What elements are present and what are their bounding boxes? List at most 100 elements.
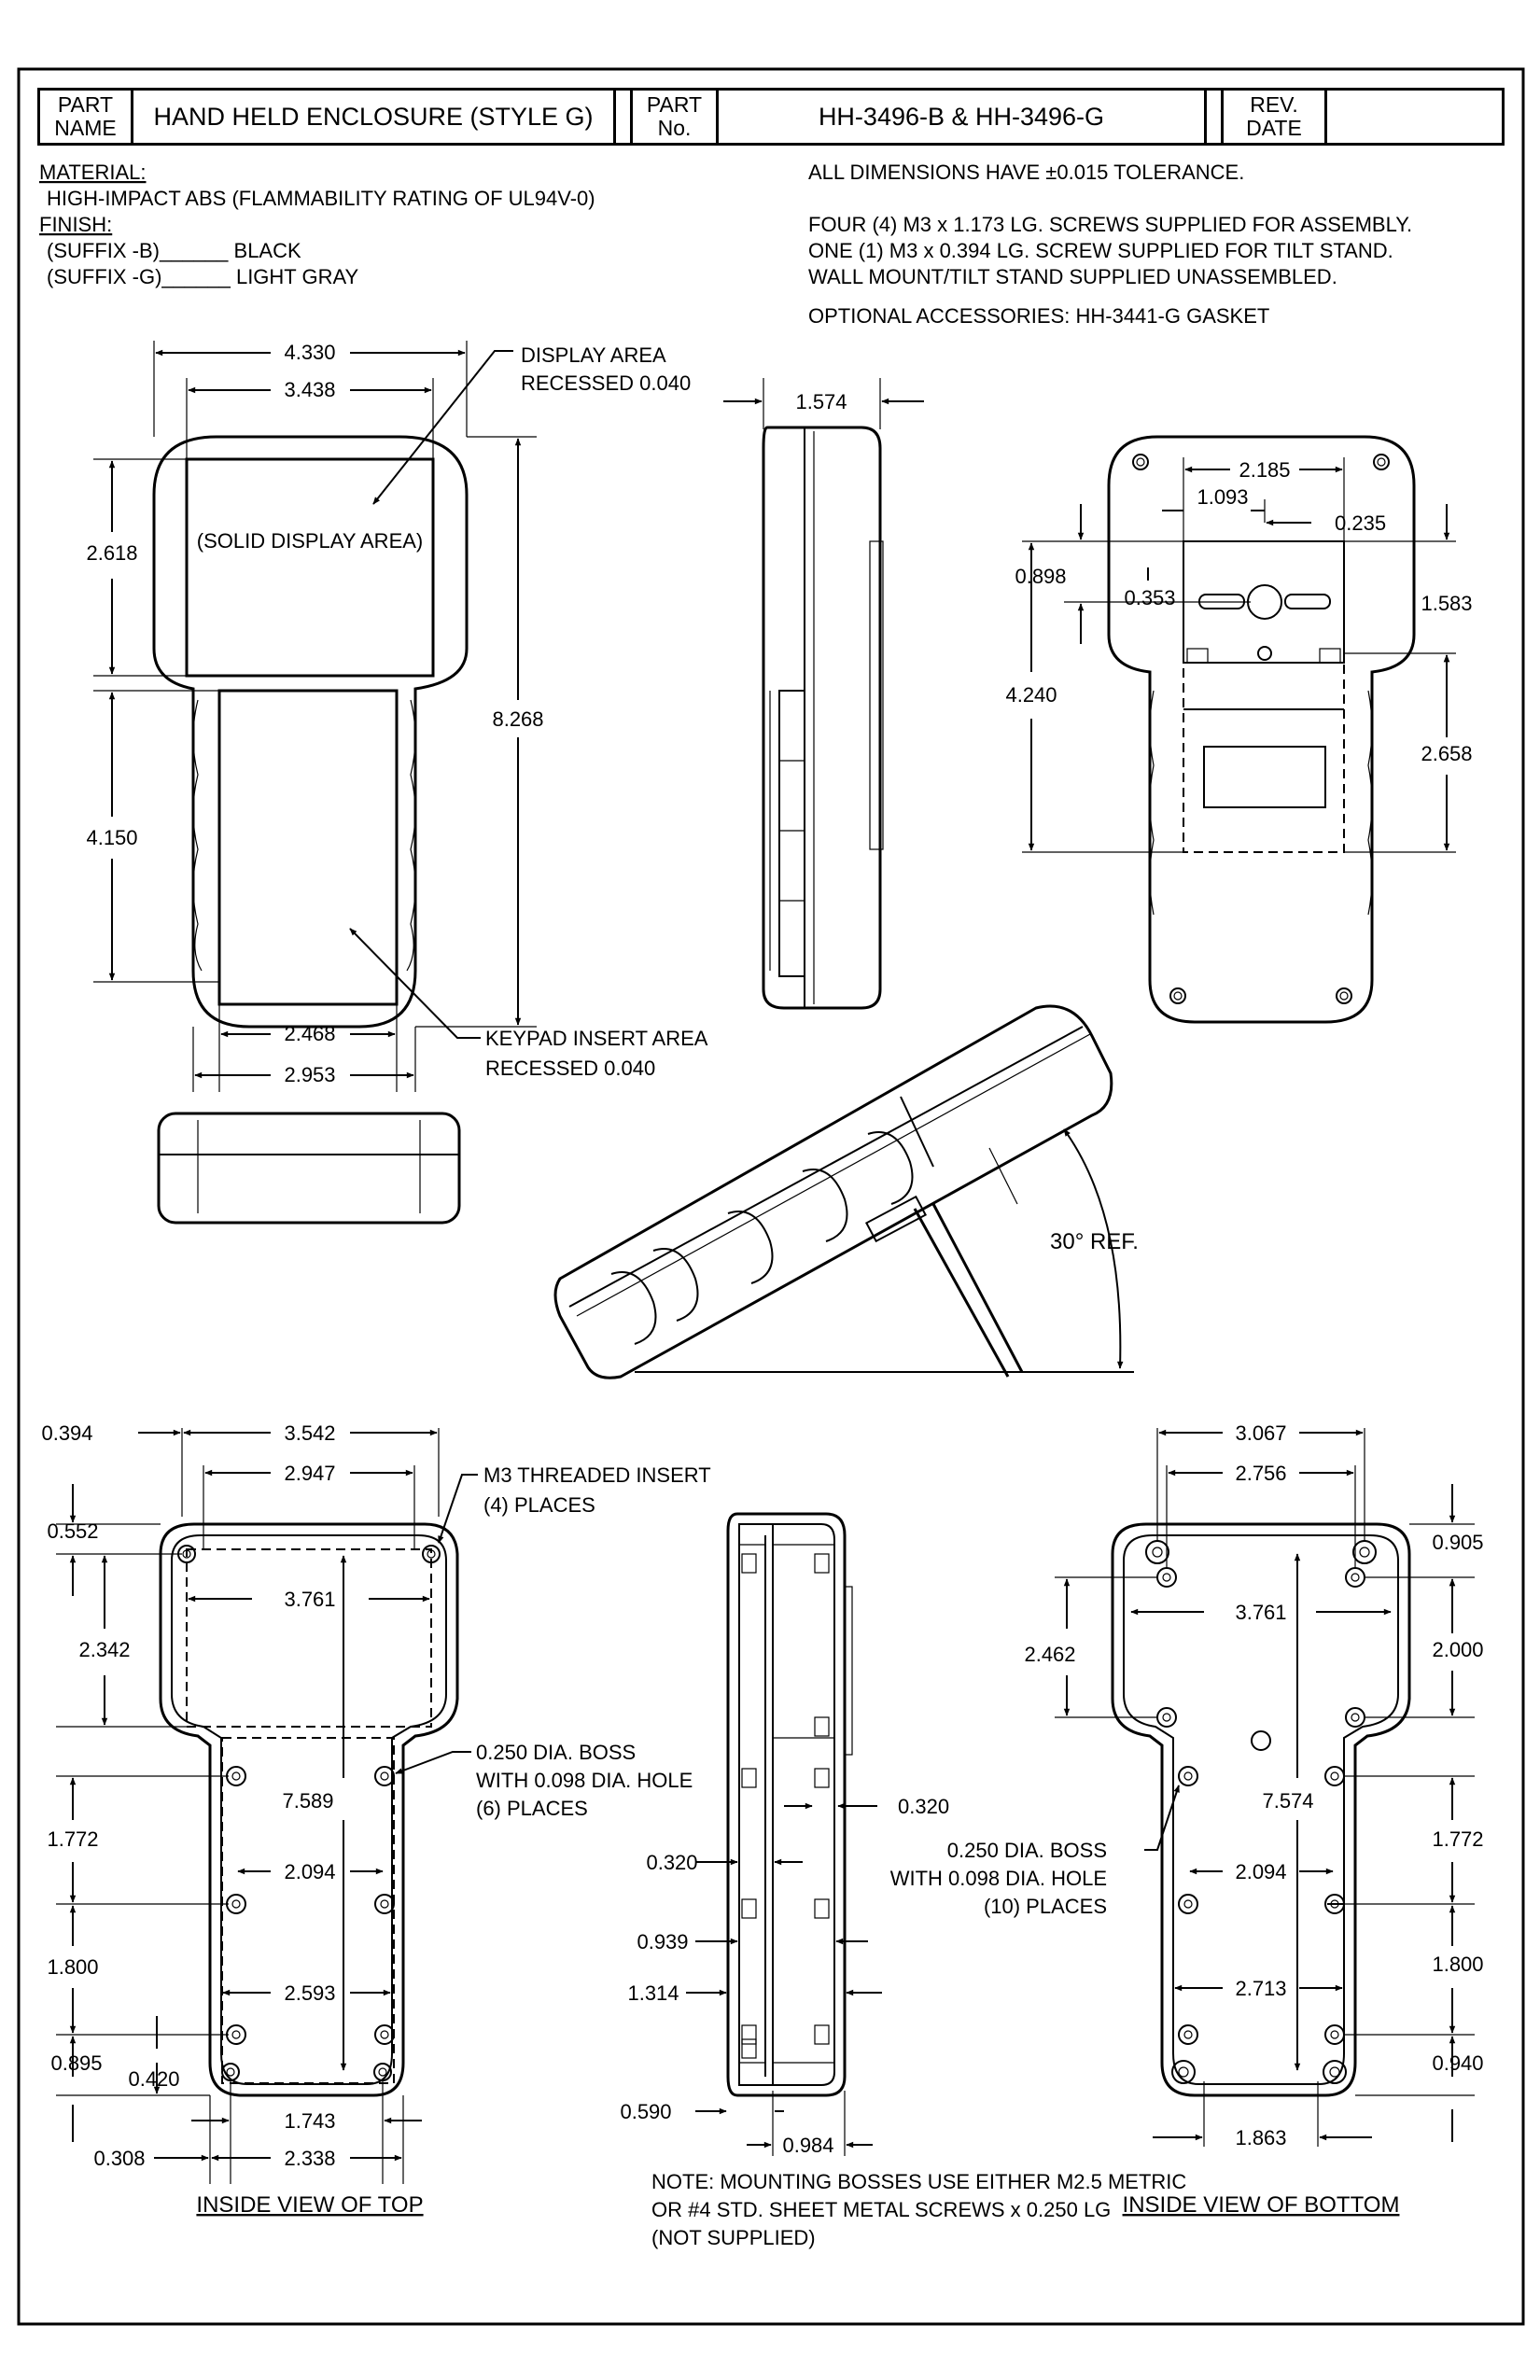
dim-1314: 1.314 (627, 1981, 679, 2005)
dim-2094-top: 2.094 (284, 1860, 335, 1883)
title-block-divider (1207, 91, 1224, 143)
keyhole (1247, 584, 1282, 620)
mounting-boss (1156, 1567, 1177, 1588)
tilt-outline (553, 1004, 1113, 1379)
mounting-boss (226, 1766, 246, 1786)
dim-1800-top: 1.800 (47, 1955, 98, 1979)
material-heading: MATERIAL: (39, 161, 147, 184)
dim-0898: 0.898 (1015, 565, 1066, 588)
boss-callout-bottom-line2: WITH 0.098 DIA. HOLE (890, 1867, 1107, 1890)
mounting-boss (1324, 2024, 1345, 2045)
mounting-boss (1178, 1894, 1198, 1914)
boss-callout-top-line1: 0.250 DIA. BOSS (476, 1741, 636, 1764)
dim-1863: 1.863 (1235, 2126, 1286, 2149)
mounting-boss (226, 1894, 246, 1914)
dim-overall-height: 8.268 (492, 707, 543, 731)
dim-2094-bottom: 2.094 (1235, 1860, 1286, 1883)
tilt-stand (913, 1208, 1010, 1378)
accessories-note: OPTIONAL ACCESSORIES: HH-3441-G GASKET (808, 304, 1269, 328)
dim-0320-right: 0.320 (898, 1795, 949, 1818)
mounting-boss (1178, 2024, 1198, 2045)
dim-0420: 0.420 (128, 2067, 179, 2091)
dim-7574: 7.574 (1262, 1789, 1313, 1813)
threaded-insert (422, 1545, 441, 1563)
dim-0394: 0.394 (41, 1421, 92, 1445)
dim-0320-left: 0.320 (646, 1851, 697, 1874)
mounting-boss (1156, 1707, 1177, 1728)
finish-gray: (SUFFIX -G)______ LIGHT GRAY (47, 265, 358, 288)
screw-hole (1169, 987, 1186, 1004)
dim-2342: 2.342 (78, 1638, 130, 1661)
screw-hole (1373, 454, 1390, 470)
dim-2713: 2.713 (1235, 1977, 1286, 2000)
side-view: 1.574 (723, 378, 924, 1010)
dim-0895: 0.895 (50, 2051, 102, 2075)
dim-0939: 0.939 (637, 1930, 688, 1953)
dim-1583: 1.583 (1421, 592, 1472, 615)
part-name-label: PART NAME (40, 91, 133, 143)
dim-1800-bottom: 1.800 (1432, 1953, 1483, 1976)
notes-right: ALL DIMENSIONS HAVE ±0.015 TOLERANCE. FO… (808, 161, 1412, 328)
dim-2947: 2.947 (284, 1462, 335, 1485)
display-area (185, 457, 435, 678)
dim-4240: 4.240 (1005, 683, 1057, 707)
dim-2756: 2.756 (1235, 1462, 1286, 1485)
dim-0353: 0.353 (1124, 586, 1175, 609)
inside-view-top: 0.394 3.542 2.947 0.552 3.761 2.342 7.58… (41, 1421, 710, 2218)
dim-0905: 0.905 (1432, 1531, 1483, 1554)
front-outline (152, 435, 469, 1029)
part-name: HAND HELD ENCLOSURE (STYLE G) (133, 91, 616, 143)
inside-top-caption: INSIDE VIEW OF TOP (196, 2192, 423, 2218)
mounting-boss (226, 2024, 246, 2045)
grip-wave (406, 699, 416, 972)
boss-callout-bottom-line3: (10) PLACES (984, 1895, 1107, 1918)
part-number: HH-3496-B & HH-3496-G (719, 91, 1207, 143)
dim-2462: 2.462 (1024, 1643, 1075, 1666)
bottom-note-line3: (NOT SUPPLIED) (651, 2226, 816, 2249)
bottom-note-line2: OR #4 STD. SHEET METAL SCREWS x 0.250 LG (651, 2198, 1111, 2221)
display-callout-line1: DISPLAY AREA (521, 343, 666, 367)
section-view: 0.320 0.320 0.939 1.314 0.590 0.984 (620, 1512, 949, 2157)
dim-3542: 3.542 (284, 1421, 335, 1445)
dim-3761: 3.761 (284, 1588, 335, 1611)
grip-wave (192, 699, 203, 972)
title-block-divider (616, 91, 633, 143)
boss-callout-top-line3: (6) PLACES (476, 1797, 588, 1820)
dim-1772-top: 1.772 (47, 1827, 98, 1851)
keypad-callout-line1: KEYPAD INSERT AREA (485, 1027, 708, 1050)
tilt-angle: 30° REF. (1050, 1229, 1139, 1254)
material-text: HIGH-IMPACT ABS (FLAMMABILITY RATING OF … (47, 187, 595, 210)
dim-0590: 0.590 (620, 2100, 671, 2123)
wall-mount-area (1183, 540, 1345, 853)
dim-1743: 1.743 (284, 2109, 335, 2133)
dim-3067: 3.067 (1235, 1421, 1286, 1445)
mounting-boss (1324, 1766, 1345, 1786)
dim-2658: 2.658 (1421, 742, 1472, 765)
title-block: PART NAME HAND HELD ENCLOSURE (STYLE G) … (37, 88, 1505, 146)
finish-heading: FINISH: (39, 213, 112, 236)
boss-callout-bottom-line1: 0.250 DIA. BOSS (947, 1839, 1107, 1862)
back-outline (1107, 435, 1416, 1024)
keypad-area (217, 689, 399, 1006)
dim-2185: 2.185 (1239, 458, 1290, 482)
solid-display-label: (SOLID DISPLAY AREA) (197, 529, 424, 553)
dim-depth: 1.574 (795, 390, 847, 413)
threaded-insert (373, 2063, 392, 2081)
front-view: 4.330 3.438 2.618 8.268 4.150 2.468 2.95… (86, 341, 708, 1092)
dim-2000: 2.000 (1432, 1638, 1483, 1661)
wall-mount-note: WALL MOUNT/TILT STAND SUPPLIED UNASSEMBL… (808, 265, 1337, 288)
end-view (157, 1112, 461, 1225)
finish-black: (SUFFIX -B)______ BLACK (47, 239, 301, 262)
dim-0552: 0.552 (47, 1519, 98, 1543)
screw-hole (1132, 454, 1149, 470)
dim-display-height: 2.618 (86, 541, 137, 565)
mounting-boss (374, 1766, 395, 1786)
inside-top-outline (159, 1522, 459, 2097)
boss-callout-top-line2: WITH 0.098 DIA. HOLE (476, 1769, 693, 1792)
keypad-callout-line2: RECESSED 0.040 (485, 1057, 655, 1080)
screws-assembly-note: FOUR (4) M3 x 1.173 LG. SCREWS SUPPLIED … (808, 213, 1412, 236)
dim-0308: 0.308 (93, 2147, 145, 2170)
inside-view-bottom: 3.067 2.756 0.905 3.761 2.462 2.000 7.57… (890, 1421, 1484, 2218)
insert-callout-line1: M3 THREADED INSERT (483, 1463, 711, 1487)
